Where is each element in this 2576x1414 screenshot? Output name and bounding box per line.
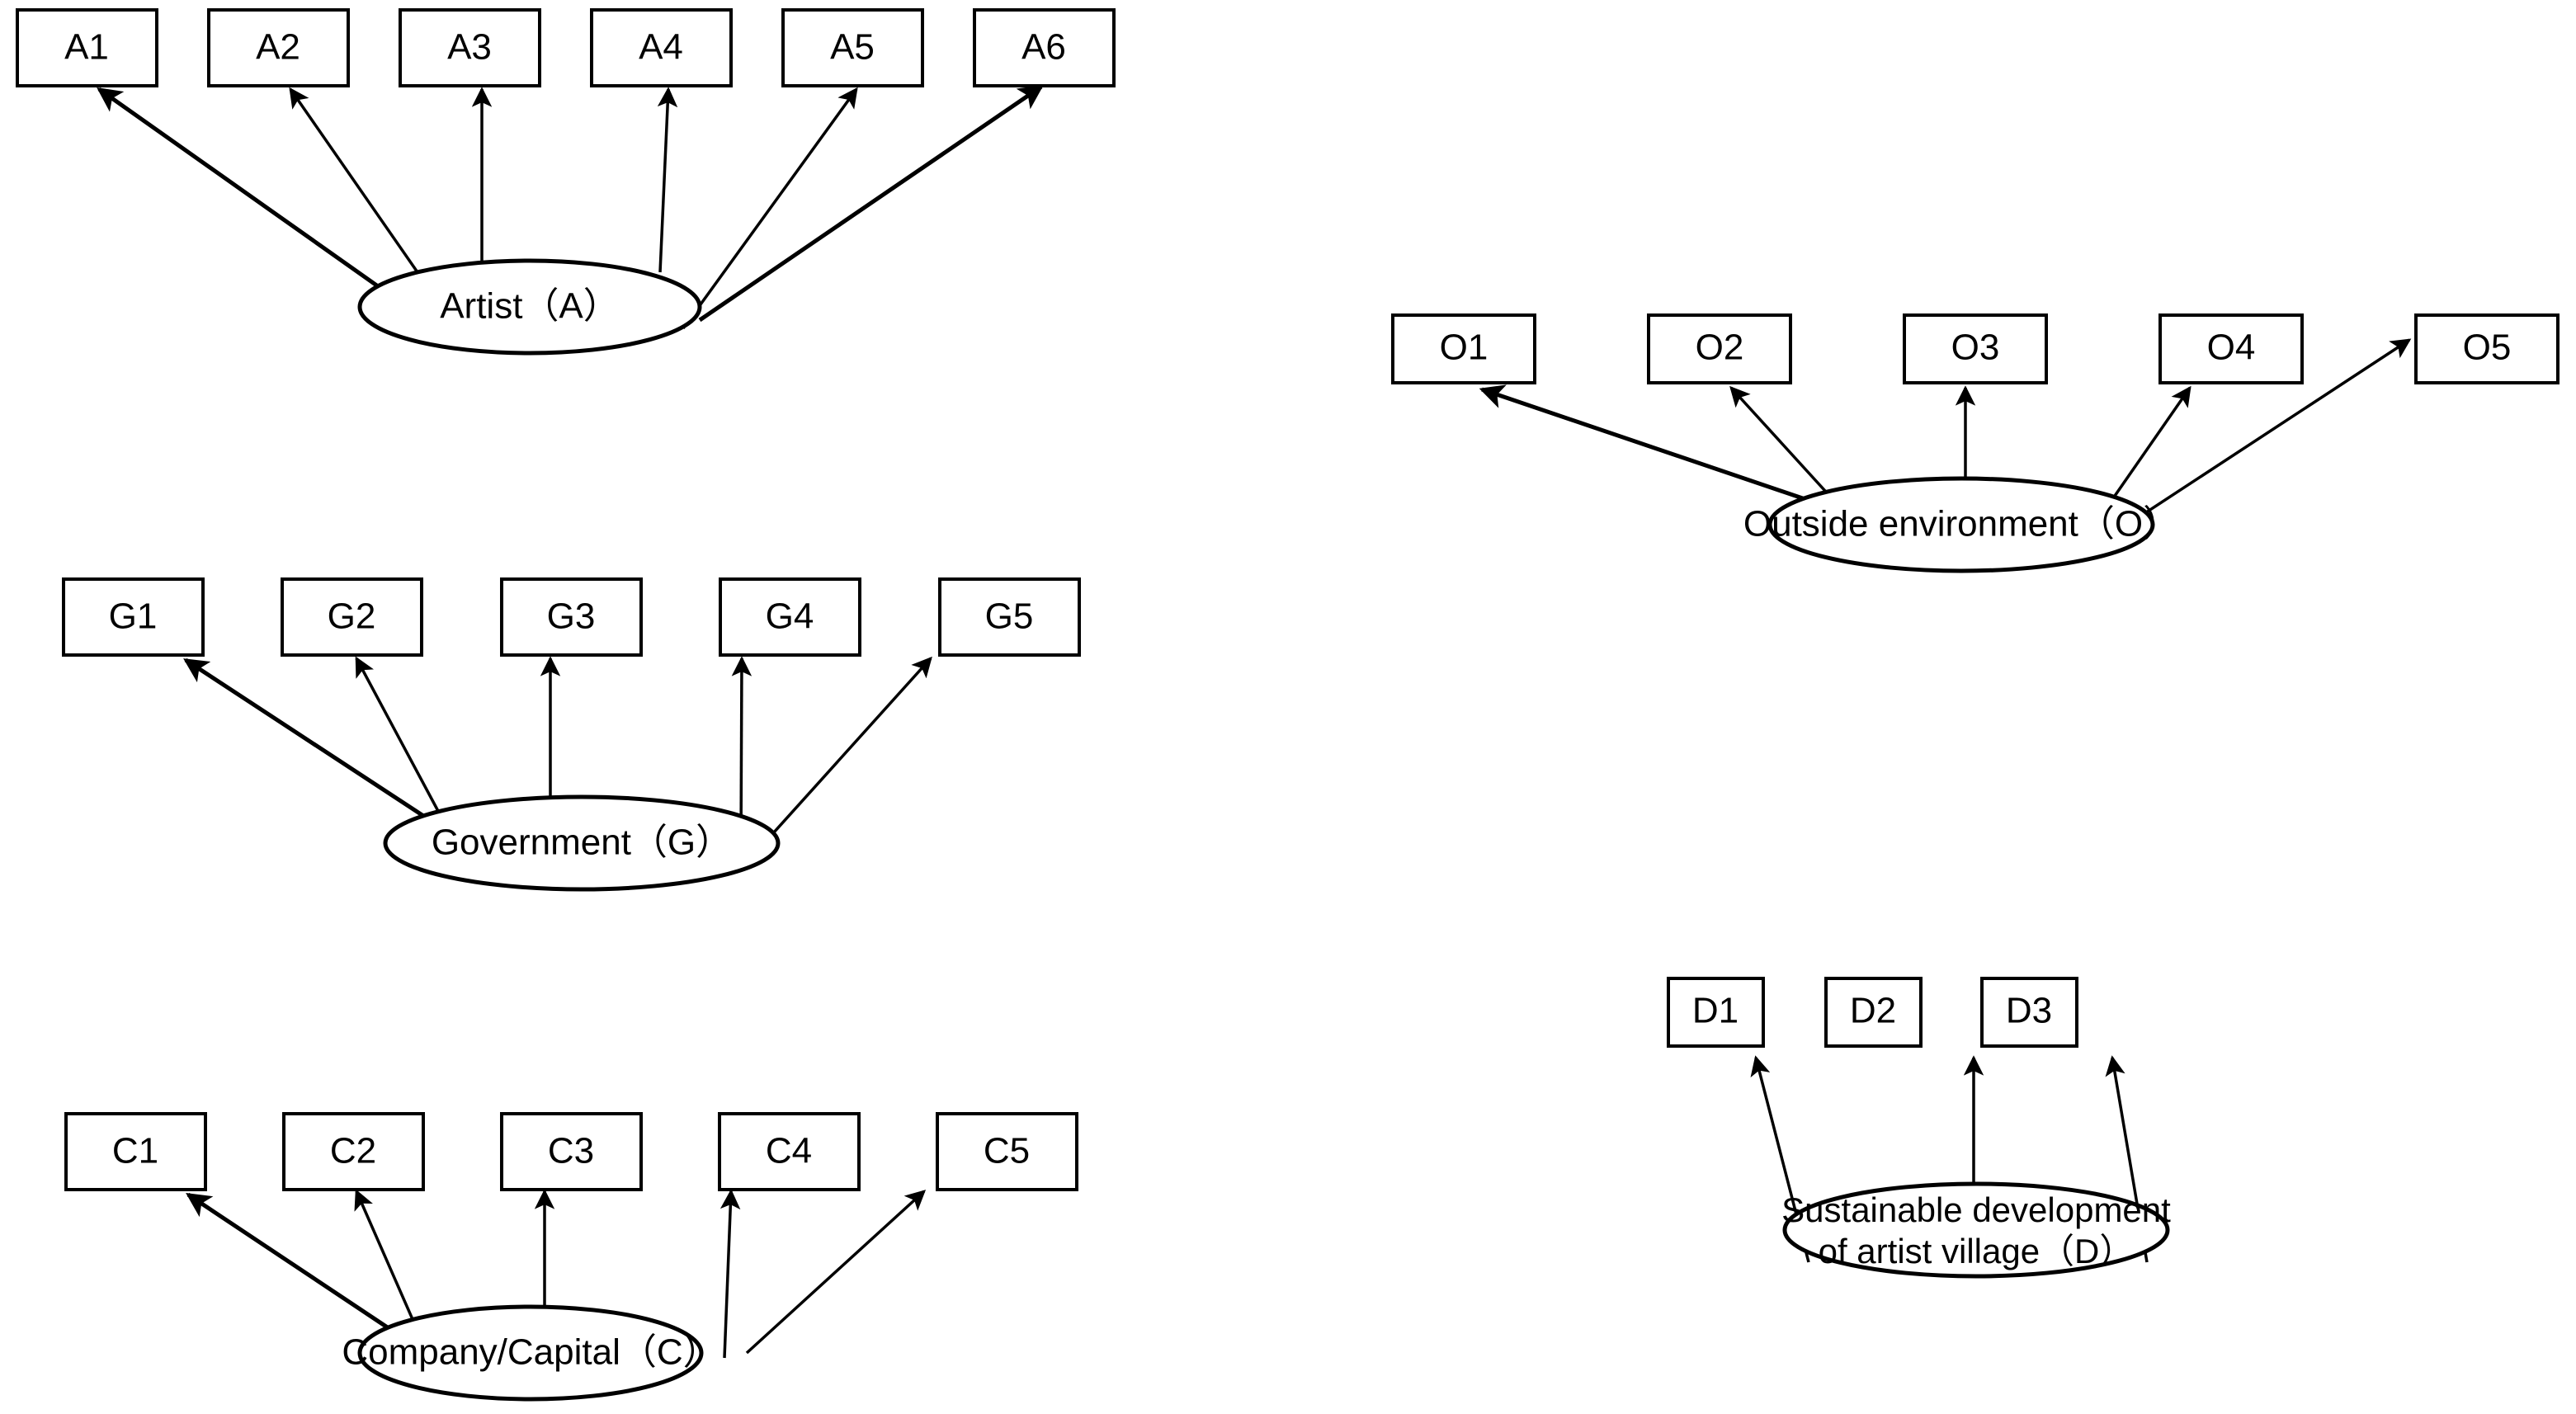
indicator-box-g1[interactable] <box>62 577 205 657</box>
indicator-label-a5: A5 <box>830 27 875 68</box>
government-indicator-boxes: G1 G2 G3 G4 G5 <box>62 577 1081 657</box>
indicator-box-g3[interactable] <box>500 577 643 657</box>
path-artist-to-a4 <box>657 87 678 273</box>
indicator-box-a6[interactable] <box>973 8 1116 87</box>
indicator-label-a4: A4 <box>639 27 683 68</box>
indicator-box-a3[interactable] <box>399 8 541 87</box>
construct-block-artist: A1 A2 A3 A4 A5 A6 Artist（A） <box>16 8 1116 356</box>
path-government-to-g5 <box>764 656 932 843</box>
indicator-label-d2: D2 <box>1850 991 1896 1031</box>
indicator-box-o3[interactable] <box>1903 313 2048 384</box>
artist-indicator-boxes: A1 A2 A3 A4 A5 A6 <box>16 8 1116 87</box>
indicator-label-c1: C1 <box>112 1131 158 1171</box>
path-company-to-c2 <box>354 1189 422 1339</box>
latent-label-artist: Artist（A） <box>440 286 620 327</box>
indicator-label-o4: O4 <box>2207 328 2256 368</box>
indicator-box-o1[interactable] <box>1391 313 1536 384</box>
indicator-box-c2[interactable] <box>282 1112 425 1191</box>
indicator-box-o2[interactable] <box>1647 313 1792 384</box>
indicator-box-c5[interactable] <box>936 1112 1078 1191</box>
indicator-label-g2: G2 <box>328 596 376 637</box>
indicator-box-c3[interactable] <box>500 1112 643 1191</box>
construct-block-government: G1 G2 G3 G4 G5 Government（G） <box>62 577 1081 892</box>
indicator-label-c4: C4 <box>766 1131 812 1171</box>
outside-indicator-boxes: O1 O2 O3 O4 O5 <box>1391 313 2559 384</box>
indicator-box-a5[interactable] <box>781 8 924 87</box>
indicator-label-a6: A6 <box>1021 27 1066 68</box>
path-outside-to-o5 <box>2111 338 2412 536</box>
indicator-label-g3: G3 <box>547 596 596 637</box>
construct-block-outside: O1 O2 O3 O4 O5 Outside environment（O） <box>1391 313 2559 573</box>
indicator-label-a2: A2 <box>256 27 300 68</box>
path-artist-to-a5 <box>682 87 858 330</box>
indicator-box-d2[interactable] <box>1824 977 1923 1048</box>
path-company-to-c4 <box>719 1189 741 1359</box>
construct-block-company: C1 C2 C3 C4 C5 Company/Capital（C） <box>64 1112 1078 1402</box>
indicator-box-a4[interactable] <box>590 8 733 87</box>
indicator-box-g2[interactable] <box>281 577 423 657</box>
indicator-label-c5: C5 <box>984 1131 1030 1171</box>
indicator-label-o5: O5 <box>2463 328 2512 368</box>
path-company-to-c1 <box>186 1192 403 1339</box>
indicator-box-g5[interactable] <box>938 577 1081 657</box>
indicator-label-c2: C2 <box>330 1131 376 1171</box>
indicator-label-c3: C3 <box>548 1131 594 1171</box>
latent-ellipse-government[interactable] <box>383 794 781 892</box>
indicator-label-a1: A1 <box>64 27 109 68</box>
company-indicator-boxes: C1 C2 C3 C4 C5 <box>64 1112 1078 1191</box>
latent-ellipse-development[interactable] <box>1782 1181 2170 1279</box>
indicator-box-o5[interactable] <box>2414 313 2559 384</box>
path-artist-to-a6 <box>698 84 1044 323</box>
latent-label-development-line1: Sustainable development <box>1781 1190 2171 1229</box>
latent-ellipse-artist[interactable] <box>357 258 702 356</box>
latent-label-government: Government（G） <box>432 822 732 863</box>
development-indicator-boxes: D1 D2 D3 <box>1667 977 2078 1048</box>
indicator-box-d1[interactable] <box>1667 977 1765 1048</box>
indicator-label-o3: O3 <box>1951 328 2000 368</box>
indicator-box-o4[interactable] <box>2158 313 2304 384</box>
latent-label-company: Company/Capital（C） <box>342 1332 719 1373</box>
latent-ellipse-outside[interactable] <box>1767 476 2155 573</box>
indicator-box-c1[interactable] <box>64 1112 207 1191</box>
indicator-label-d3: D3 <box>2006 991 2052 1031</box>
indicator-label-g5: G5 <box>985 596 1034 637</box>
indicator-box-a1[interactable] <box>16 8 158 87</box>
path-government-to-g2 <box>355 656 447 826</box>
indicator-label-g4: G4 <box>766 596 814 637</box>
government-paths <box>183 656 932 847</box>
latent-label-outside: Outside environment（O） <box>1743 504 2179 544</box>
indicator-label-a3: A3 <box>447 27 492 68</box>
indicator-box-c4[interactable] <box>718 1112 861 1191</box>
latent-ellipse-company[interactable] <box>357 1304 704 1402</box>
construct-block-development: D1 D2 D3 Sustainable development of arti… <box>1667 977 2171 1279</box>
indicator-box-d3[interactable] <box>1980 977 2078 1048</box>
path-company-to-c5 <box>745 1190 927 1355</box>
latent-label-development-line2: of artist village（D） <box>1819 1232 2135 1270</box>
indicator-label-o2: O2 <box>1696 328 1744 368</box>
indicator-label-o1: O1 <box>1440 328 1489 368</box>
path-outside-to-o2 <box>1729 385 1843 511</box>
indicator-box-g4[interactable] <box>719 577 861 657</box>
indicator-label-d1: D1 <box>1692 991 1739 1031</box>
indicator-label-g1: G1 <box>109 596 158 637</box>
indicator-box-a2[interactable] <box>207 8 350 87</box>
path-government-to-g1 <box>183 658 439 827</box>
path-outside-to-o1 <box>1479 384 1833 511</box>
